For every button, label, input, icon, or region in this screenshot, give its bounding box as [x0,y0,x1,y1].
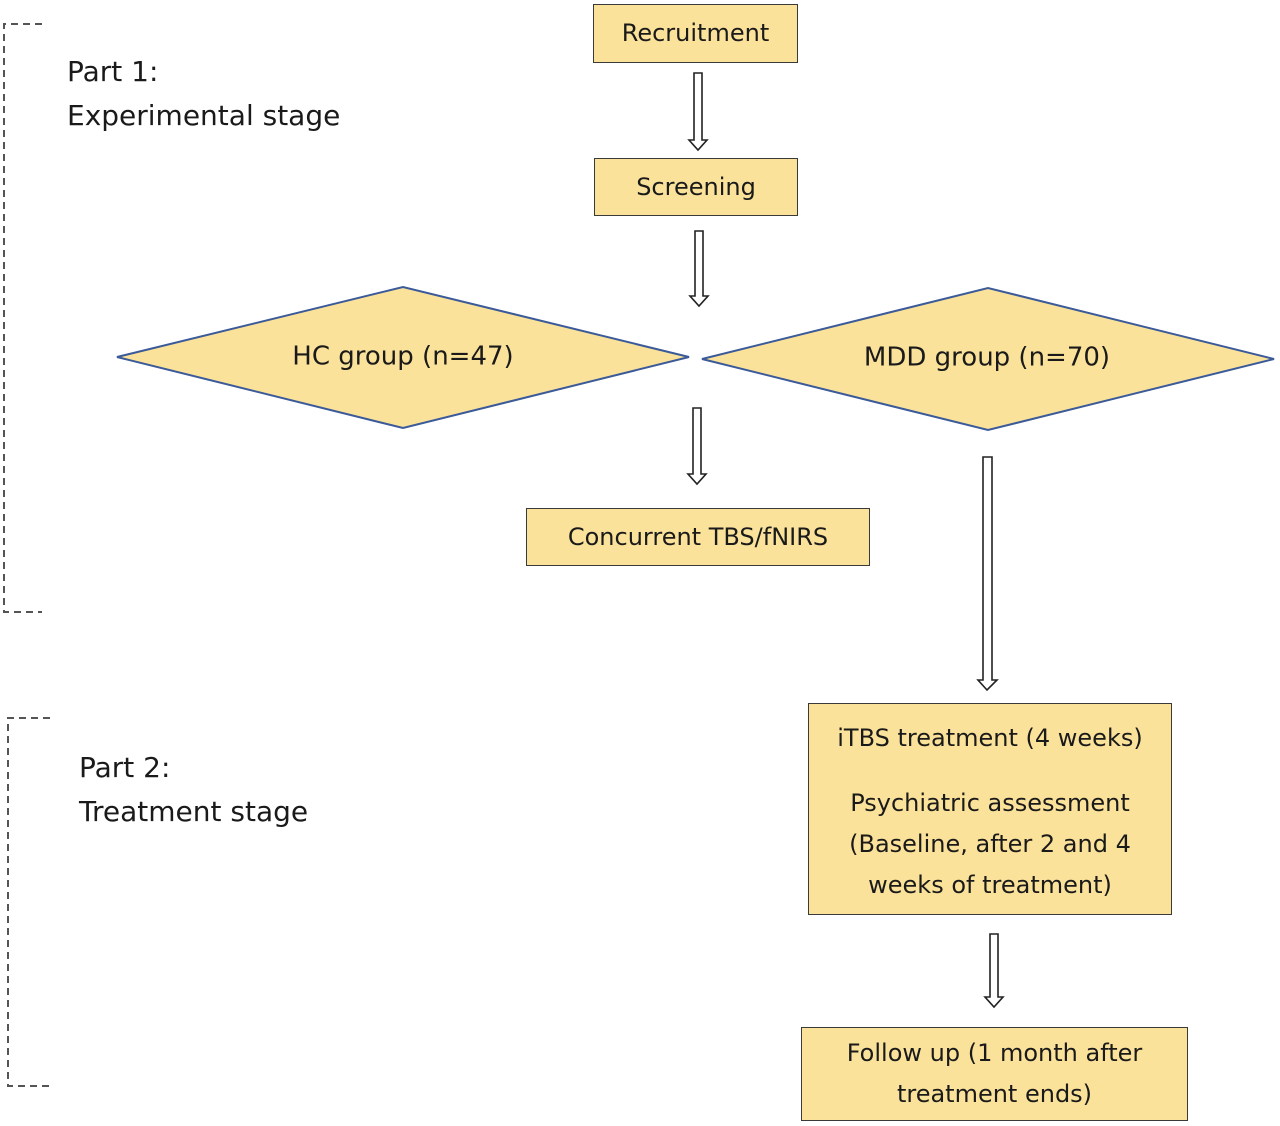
mdd-group-label: MDD group (n=70) [863,342,1111,373]
part1-stage-name: Experimental stage [67,99,341,132]
followup-label-1: Follow up (1 month after [846,1039,1143,1067]
psychiatric-assessment-detail-2: weeks of treatment) [868,871,1112,899]
part2-title: Part 2: Treatment stage [79,746,308,834]
itbs-treatment-label: iTBS treatment (4 weeks) [837,724,1143,752]
psychiatric-assessment-detail-1: (Baseline, after 2 and 4 [849,830,1131,858]
screening-label: Screening [636,172,756,201]
followup-box: Follow up (1 month after treatment ends) [801,1027,1188,1121]
hc-group-label: HC group (n=47) [292,341,514,372]
hc-group-diamond [116,285,690,430]
itbs-treatment-box: iTBS treatment (4 weeks) Psychiatric ass… [808,703,1172,915]
recruitment-label: Recruitment [621,19,770,48]
part1-label: Part 1: [67,55,159,88]
arrow-itbs-to-followup [983,933,1005,1009]
concurrent-box: Concurrent TBS/fNIRS [526,508,870,566]
part2-label: Part 2: [79,751,171,784]
arrow-recruitment-to-screening [687,72,709,152]
part1-bracket [3,23,42,613]
arrow-mdd-to-itbs [976,456,999,692]
part1-title: Part 1: Experimental stage [67,50,340,138]
screening-box: Screening [594,158,798,216]
part2-stage-name: Treatment stage [79,795,309,828]
mdd-group-diamond [701,286,1275,432]
arrow-hc-to-concurrent [686,407,708,486]
arrow-screening-to-groups [688,230,710,308]
concurrent-label: Concurrent TBS/fNIRS [567,522,829,551]
part2-bracket [7,717,50,1087]
followup-label-2: treatment ends) [896,1080,1093,1108]
recruitment-box: Recruitment [593,4,798,63]
psychiatric-assessment-label: Psychiatric assessment [850,789,1130,817]
